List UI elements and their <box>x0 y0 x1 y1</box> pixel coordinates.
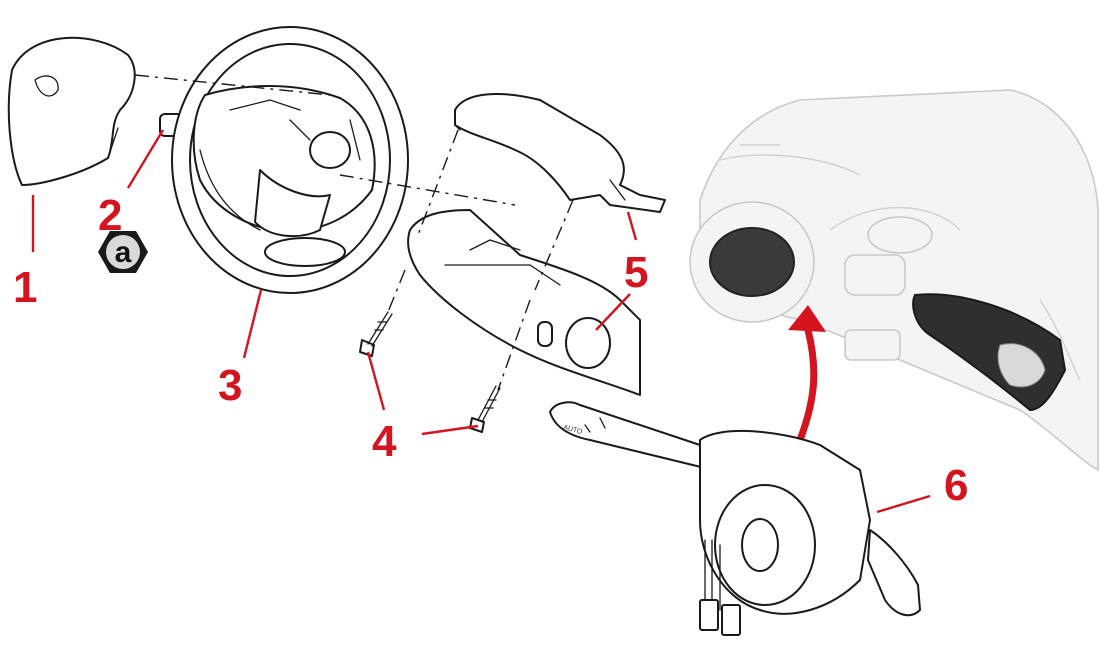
leader-line-3 <box>242 289 263 359</box>
alignment-line <box>134 74 331 96</box>
arrow-head-icon <box>788 305 826 332</box>
callout-3: 3 <box>218 361 242 410</box>
leader-line-6 <box>876 494 931 514</box>
airbag-cover-part <box>7 36 136 186</box>
dashboard-ghost-illustration <box>689 89 1099 472</box>
leader-line-5b <box>595 293 631 331</box>
leader-line-2 <box>126 129 165 189</box>
callout-4: 4 <box>372 417 397 466</box>
screw-upper-part <box>359 311 393 357</box>
alignment-line <box>417 129 459 236</box>
steering-wheel-part <box>171 26 409 294</box>
leader-line-4b <box>421 424 479 436</box>
callout-1: 1 <box>13 263 37 312</box>
hex-badge-icon: a <box>98 231 148 273</box>
alignment-line <box>497 299 531 391</box>
lever-auto-label: AUTO <box>562 424 583 436</box>
callout-5: 5 <box>624 248 648 297</box>
hex-badge-label: a <box>115 236 132 269</box>
arrow-icon <box>796 329 818 442</box>
leader-line-5a <box>626 211 638 241</box>
upper-shroud-part <box>454 93 666 213</box>
lower-shroud-part <box>407 209 641 396</box>
alignment-line <box>387 269 406 313</box>
ghost-wheel-hub <box>709 227 795 297</box>
leader-line-4a <box>366 351 386 411</box>
callout-6: 6 <box>944 461 968 510</box>
screw-lower-part <box>469 385 501 433</box>
alignment-line <box>339 174 516 206</box>
switch-module-part <box>549 401 921 636</box>
